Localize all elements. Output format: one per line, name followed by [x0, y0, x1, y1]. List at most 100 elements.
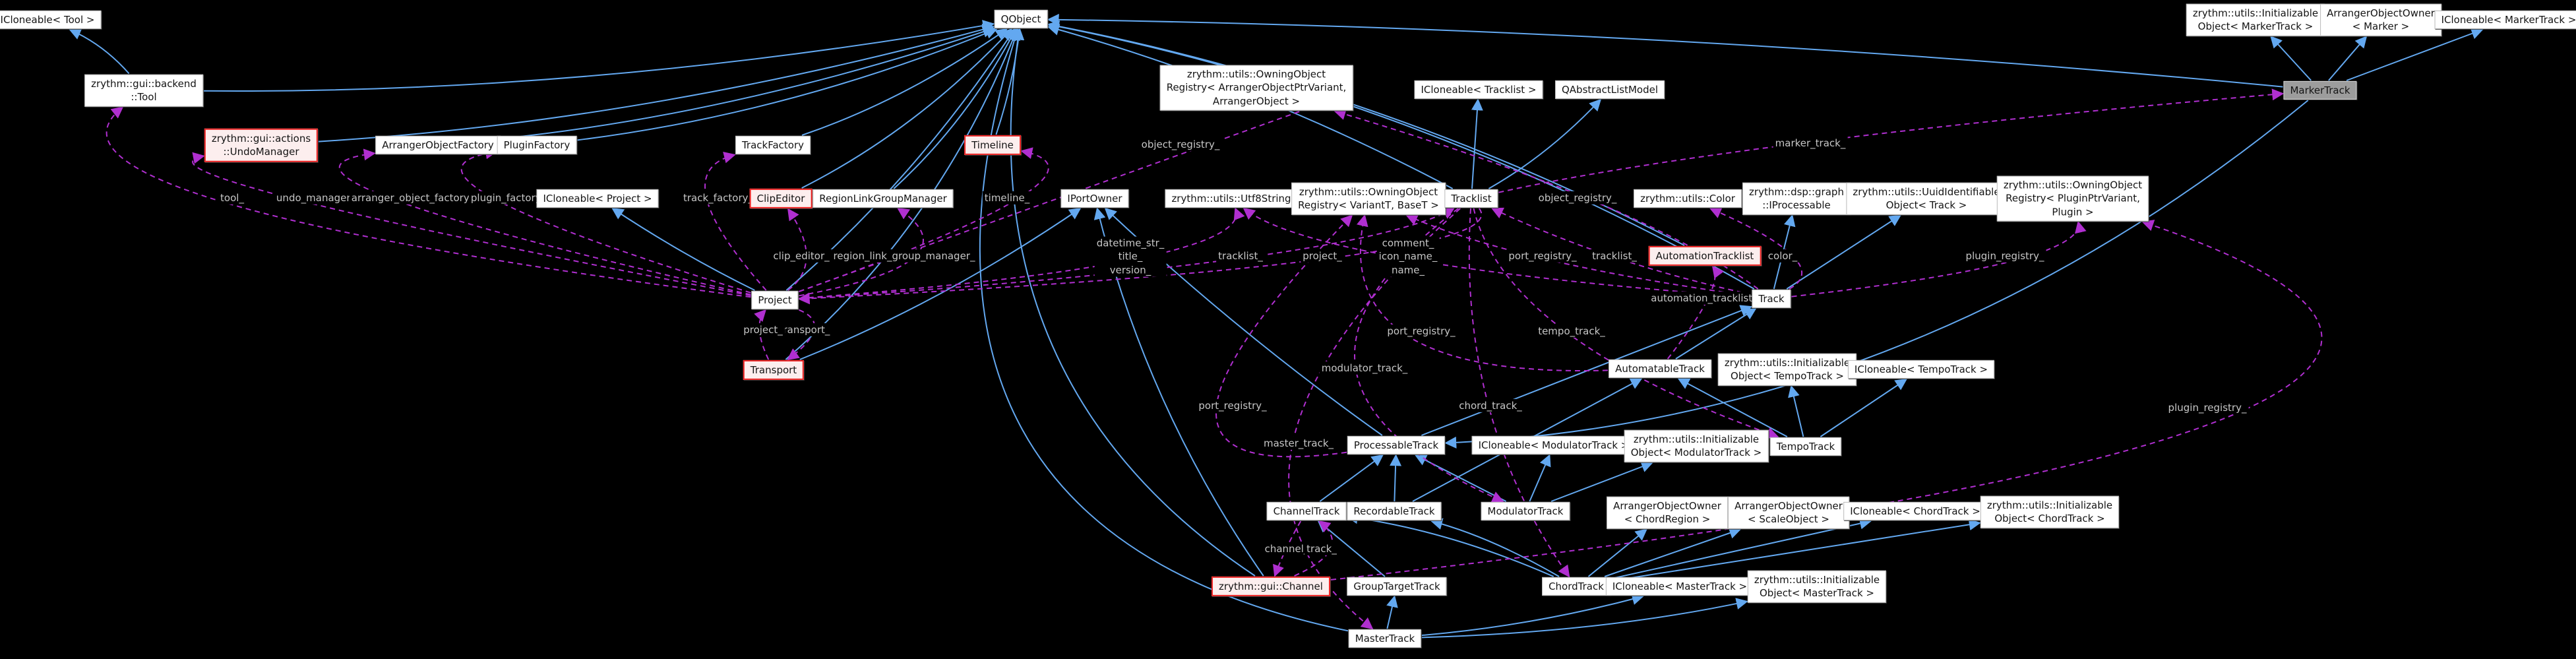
- node-mastertrack[interactable]: MasterTrack: [1348, 629, 1422, 648]
- node-clipeditor[interactable]: ClipEditor: [749, 188, 813, 209]
- edge-tempotrack-to-init_tempotrack: [1788, 385, 1804, 437]
- node-tracklist[interactable]: Tracklist: [1444, 189, 1498, 208]
- edge-transport-to-qobject: [785, 28, 1019, 360]
- edge-label-master_track_: master_track_: [1261, 436, 1336, 451]
- edge-pluginfactory-to-qobject: [577, 27, 998, 141]
- node-aoo_scaleobject[interactable]: ArrangerObjectOwner < ScaleObject >: [1728, 496, 1849, 529]
- node-init_tempotrack[interactable]: zrythm::utils::Initializable Object< Tem…: [1717, 353, 1857, 386]
- edge-channel-to-qobject: [1010, 28, 1256, 577]
- edge-chordtrack-to-recordabletrack: [1430, 518, 1560, 577]
- node-automatabletrack[interactable]: AutomatableTrack: [1609, 359, 1711, 379]
- node-undomanager[interactable]: zrythm::gui::actions ::UndoManager: [204, 128, 319, 162]
- edge-label-plugin_registry_: plugin_registry_: [1963, 249, 2046, 263]
- node-aoo_chordregion[interactable]: ArrangerObjectOwner < ChordRegion >: [1607, 496, 1728, 529]
- node-markertrack[interactable]: MarkerTrack: [2283, 80, 2357, 100]
- edge-tool-to-qobject: [203, 20, 995, 92]
- edge-chordtrack-to-icloneable_chordtrack: [1610, 517, 1872, 580]
- node-recordabletrack[interactable]: RecordableTrack: [1347, 501, 1442, 521]
- node-regionlinkgroupmanager[interactable]: RegionLinkGroupManager: [813, 189, 954, 208]
- edge-modulatortrack-to-init_modulatortrack: [1550, 460, 1653, 502]
- edge-trackfactory-to-qobject: [801, 28, 1008, 136]
- edge-track-to-qobject: [1047, 20, 1755, 290]
- edge-chordtrack-to-aoo_scaleobject: [1604, 527, 1742, 577]
- node-track[interactable]: Track: [1752, 289, 1791, 309]
- node-channeltrack[interactable]: ChannelTrack: [1266, 501, 1347, 521]
- node-uuid_track[interactable]: zrythm::utils::UuidIdentifiable Object< …: [1846, 182, 2007, 215]
- node-iprocessable[interactable]: zrythm::dsp::graph ::IProcessable: [1742, 182, 1851, 215]
- node-timeline[interactable]: Timeline: [964, 135, 1021, 156]
- edge-label-port_registry_: port_registry_: [1196, 398, 1269, 413]
- node-oor_plugin[interactable]: zrythm::utils::OwningObject Registry< Pl…: [1996, 175, 2149, 222]
- node-icloneable_project[interactable]: ICloneable< Project >: [536, 189, 659, 208]
- node-icloneable_markertrack[interactable]: ICloneable< MarkerTrack >: [2434, 10, 2576, 30]
- edge-label-channel_: channel_: [1262, 542, 1311, 556]
- node-icloneable_tracklist[interactable]: ICloneable< Tracklist >: [1414, 80, 1543, 100]
- node-icloneable_tempotrack[interactable]: ICloneable< TempoTrack >: [1847, 360, 1995, 379]
- edge-label-port_registry_: port_registry_: [1506, 249, 1579, 263]
- edge-tracklist-to-qabstractlistmodel: [1488, 98, 1602, 189]
- node-transport[interactable]: Transport: [743, 360, 805, 381]
- edge-markertrack-to-init_markertrack: [2270, 36, 2312, 81]
- edge-modulatortrack-to-icloneable_modulatortrack: [1529, 454, 1551, 502]
- node-grouptargettrack[interactable]: GroupTargetTrack: [1347, 577, 1447, 596]
- node-arrangerobjectfactory[interactable]: ArrangerObjectFactory: [375, 135, 501, 155]
- node-icloneable_chordtrack[interactable]: ICloneable< ChordTrack >: [1843, 501, 1987, 521]
- node-project[interactable]: Project: [751, 290, 799, 310]
- node-init_mastertrack[interactable]: zrythm::utils::Initializable Object< Mas…: [1747, 570, 1887, 603]
- node-init_markertrack[interactable]: zrythm::utils::Initializable Object< Mar…: [2186, 3, 2325, 36]
- node-icloneable_modulatortrack[interactable]: ICloneable< ModulatorTrack >: [1471, 435, 1636, 455]
- edge-label-marker_track_: marker_track_: [1773, 136, 1848, 150]
- edge-markertrack-to-aoo_marker: [2328, 36, 2368, 81]
- node-channel[interactable]: zrythm::gui::Channel: [1211, 576, 1330, 597]
- edge-markertrack-to-icloneable_markertrack: [2346, 28, 2484, 81]
- edge-label-tempo_track_: tempo_track_: [1536, 324, 1607, 338]
- edge-label-modulator_track_: modulator_track_: [1319, 361, 1410, 375]
- node-init_chordtrack[interactable]: zrythm::utils::Initializable Object< Cho…: [1980, 495, 2120, 528]
- node-utf8string[interactable]: zrythm::utils::Utf8String: [1165, 189, 1298, 208]
- node-icloneable_mastertrack[interactable]: ICloneable< MasterTrack >: [1605, 577, 1754, 596]
- edge-tracklist-to-chordtrack: [1468, 208, 1570, 578]
- edge-tracklist-to-markertrack: [1498, 88, 2285, 193]
- edge-label-arranger_object_factory_: arranger_object_factory_: [349, 191, 477, 205]
- edge-processabletrack-to-oor_variantt: [1215, 214, 1353, 458]
- edge-project-to-utf8string: [799, 207, 1245, 299]
- node-color[interactable]: zrythm::utils::Color: [1634, 189, 1742, 208]
- edge-label-project_: project_: [741, 323, 785, 337]
- edge-mastertrack-to-grouptargettrack: [1386, 595, 1398, 629]
- node-oor_variantt[interactable]: zrythm::utils::OwningObject Registry< Va…: [1291, 182, 1446, 215]
- edge-project-to-transport: [787, 309, 816, 361]
- node-tool[interactable]: zrythm::gui::backend ::Tool: [84, 74, 203, 107]
- edge-label-tracklist_: tracklist_: [1590, 249, 1639, 263]
- node-icloneable_tool[interactable]: ICloneable< Tool >: [0, 10, 102, 30]
- edge-label-object_registry_: object_registry_: [1139, 137, 1222, 152]
- edge-project-to-arrangerobjectfactory: [338, 148, 751, 296]
- node-qabstractlistmodel[interactable]: QAbstractListModel: [1554, 80, 1665, 100]
- edge-label-track_factory_: track_factory_: [681, 191, 755, 205]
- edge-track-to-uuid_track: [1786, 214, 1902, 290]
- node-qobject[interactable]: QObject: [994, 9, 1048, 29]
- edge-chordtrack-to-aoo_chordregion: [1587, 528, 1647, 577]
- edge-label-chord_track_: chord_track_: [1457, 398, 1524, 413]
- edge-project-to-icloneable_project: [611, 208, 755, 291]
- node-aoo_marker[interactable]: ArrangerObjectOwner < Marker >: [2320, 3, 2441, 36]
- node-pluginfactory[interactable]: PluginFactory: [497, 135, 577, 155]
- node-modulatortrack[interactable]: ModulatorTrack: [1481, 501, 1570, 521]
- node-automationtracklist[interactable]: AutomationTracklist: [1648, 245, 1762, 267]
- edge-tool-to-icloneable_tool: [69, 28, 130, 75]
- edge-label-clip_editor_: clip_editor_: [771, 249, 832, 263]
- edge-undomanager-to-qobject: [318, 23, 995, 142]
- node-processabletrack[interactable]: ProcessableTrack: [1347, 435, 1446, 455]
- edge-label-region_link_group_manager_: region_link_group_manager_: [831, 249, 977, 263]
- edge-label-automation_tracklist_: automation_tracklist_: [1649, 291, 1760, 305]
- node-trackfactory[interactable]: TrackFactory: [735, 135, 811, 155]
- node-iportowner[interactable]: IPortOwner: [1060, 189, 1129, 208]
- node-tempotrack[interactable]: TempoTrack: [1769, 437, 1842, 456]
- edge-tempotrack-to-automatabletrack: [1677, 378, 1788, 437]
- node-oor_arrangerobject[interactable]: zrythm::utils::OwningObject Registry< Ar…: [1159, 65, 1353, 111]
- edge-tracklist-to-icloneable_tracklist: [1471, 98, 1483, 189]
- node-init_modulatortrack[interactable]: zrythm::utils::Initializable Object< Mod…: [1624, 429, 1769, 462]
- edge-label-transport_: transport_: [777, 323, 832, 337]
- node-chordtrack[interactable]: ChordTrack: [1542, 577, 1610, 596]
- edge-label-color_: color_: [1765, 249, 1800, 263]
- edge-recordabletrack-to-processabletrack: [1390, 454, 1402, 502]
